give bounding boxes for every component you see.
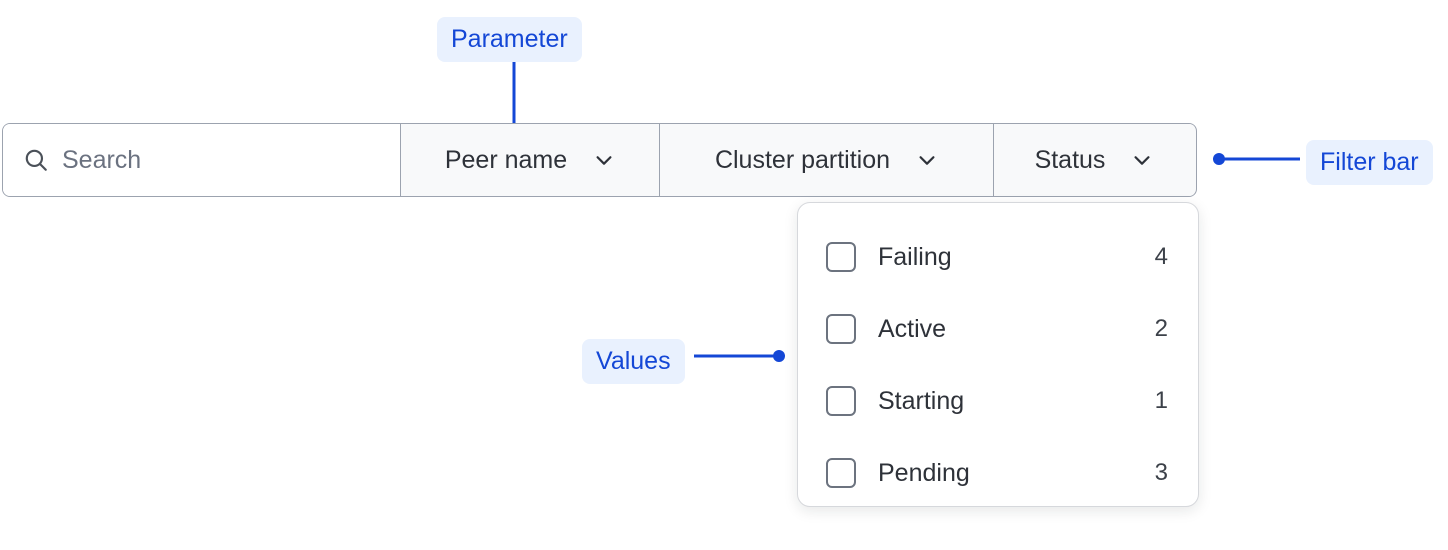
annotation-label-values: Values: [582, 339, 685, 384]
dropdown-option-count: 3: [1154, 459, 1168, 486]
dropdown-option-label: Failing: [878, 242, 952, 271]
chevron-down-icon: [596, 156, 612, 165]
dropdown-option-label: Active: [878, 314, 947, 343]
filter-label-peer-name: Peer name: [444, 145, 568, 174]
checkbox-pending[interactable]: [826, 458, 856, 488]
checkbox-starting[interactable]: [826, 386, 856, 416]
filter-segment-peer-name[interactable]: Peer name: [401, 124, 660, 196]
search-field[interactable]: [3, 124, 401, 196]
checkbox-failing[interactable]: [826, 242, 856, 272]
status-dropdown-panel: Failing 4 Active 2 Starting 1 Pending 3: [797, 202, 1199, 507]
values-connector-dot: [773, 350, 785, 362]
dropdown-option-count: 1: [1154, 387, 1168, 414]
dropdown-option-count: 4: [1154, 243, 1168, 270]
filter-label-cluster-partition: Cluster partition: [714, 145, 891, 174]
chevron-down-icon: [1134, 156, 1150, 165]
dropdown-option-label: Starting: [878, 386, 965, 415]
dropdown-option-pending[interactable]: Pending 3: [798, 437, 1198, 509]
dropdown-option-label: Pending: [878, 458, 970, 487]
dropdown-option-count: 2: [1154, 315, 1168, 342]
annotation-label-parameter: Parameter: [437, 17, 582, 62]
filterbar-connector-dot: [1213, 153, 1225, 165]
dropdown-option-failing[interactable]: Failing 4: [798, 221, 1198, 293]
filter-bar: Peer name Cluster partition Status: [2, 123, 1197, 197]
dropdown-option-starting[interactable]: Starting 1: [798, 365, 1198, 437]
search-input[interactable]: [62, 145, 362, 175]
dropdown-option-active[interactable]: Active 2: [798, 293, 1198, 365]
search-icon: [25, 149, 47, 171]
filter-label-status: Status: [1034, 145, 1106, 174]
annotation-label-filter-bar: Filter bar: [1306, 140, 1433, 185]
checkbox-active[interactable]: [826, 314, 856, 344]
chevron-down-icon: [919, 156, 935, 165]
filter-segment-cluster-partition[interactable]: Cluster partition: [660, 124, 994, 196]
filter-segment-status[interactable]: Status: [994, 124, 1194, 196]
